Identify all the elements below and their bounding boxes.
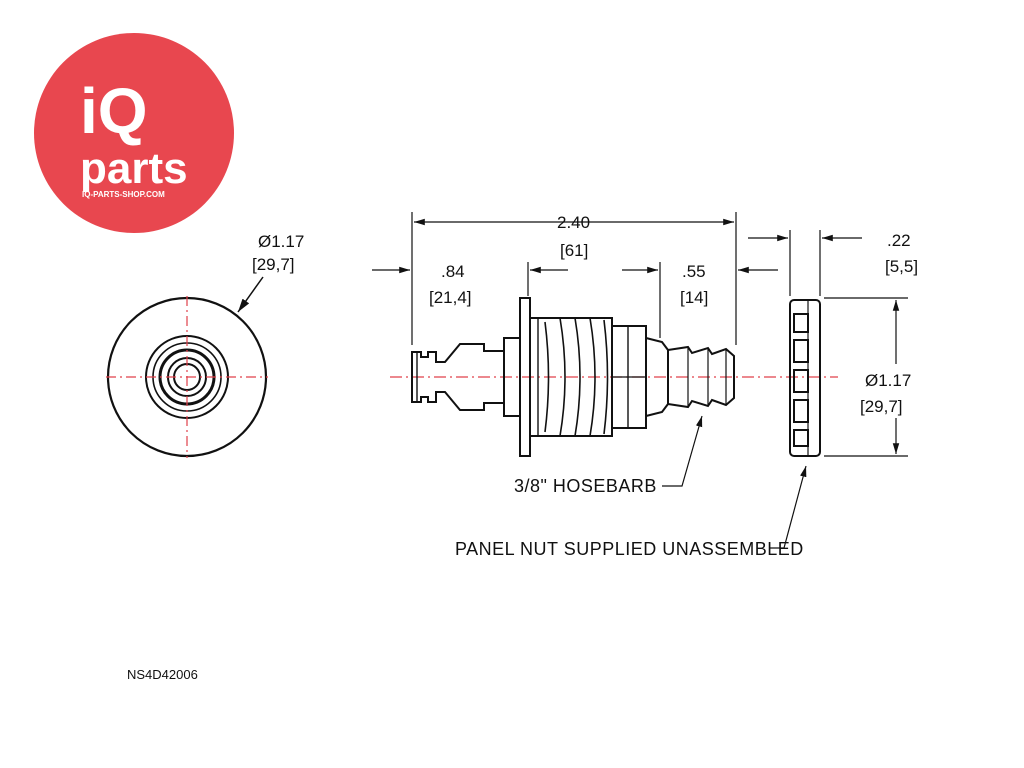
panel-nut-side-view	[789, 299, 821, 457]
coupling-length-mm: [21,4]	[429, 288, 472, 307]
front-view	[106, 276, 268, 458]
nut-diameter-mm: [29,7]	[860, 397, 903, 416]
panel-nut-callout: PANEL NUT SUPPLIED UNASSEMBLED	[455, 539, 804, 559]
nut-thickness-mm: [5,5]	[885, 257, 918, 276]
dimension-lines	[372, 212, 908, 549]
logo-circle	[34, 33, 234, 233]
part-number: NS4D42006	[127, 667, 198, 682]
logo-url: IQ-PARTS-SHOP.COM	[82, 190, 165, 199]
logo-iq: iQ	[80, 75, 148, 147]
overall-length-in: 2.40	[557, 213, 590, 232]
nut-diameter-in: Ø1.17	[865, 371, 911, 390]
front-diameter-mm: [29,7]	[252, 255, 295, 274]
nut-thickness-in: .22	[887, 231, 911, 250]
coupling-length-in: .84	[441, 262, 465, 281]
hosebarb-callout: 3/8" HOSEBARB	[514, 476, 657, 496]
fitting-side-view	[390, 297, 838, 457]
barb-length-in: .55	[682, 262, 706, 281]
barb-length-mm: [14]	[680, 288, 708, 307]
logo-parts: parts	[80, 144, 188, 193]
iq-parts-logo: iQ parts IQ-PARTS-SHOP.COM	[34, 33, 234, 233]
front-diameter-in: Ø1.17	[258, 232, 304, 251]
overall-length-mm: [61]	[560, 241, 588, 260]
